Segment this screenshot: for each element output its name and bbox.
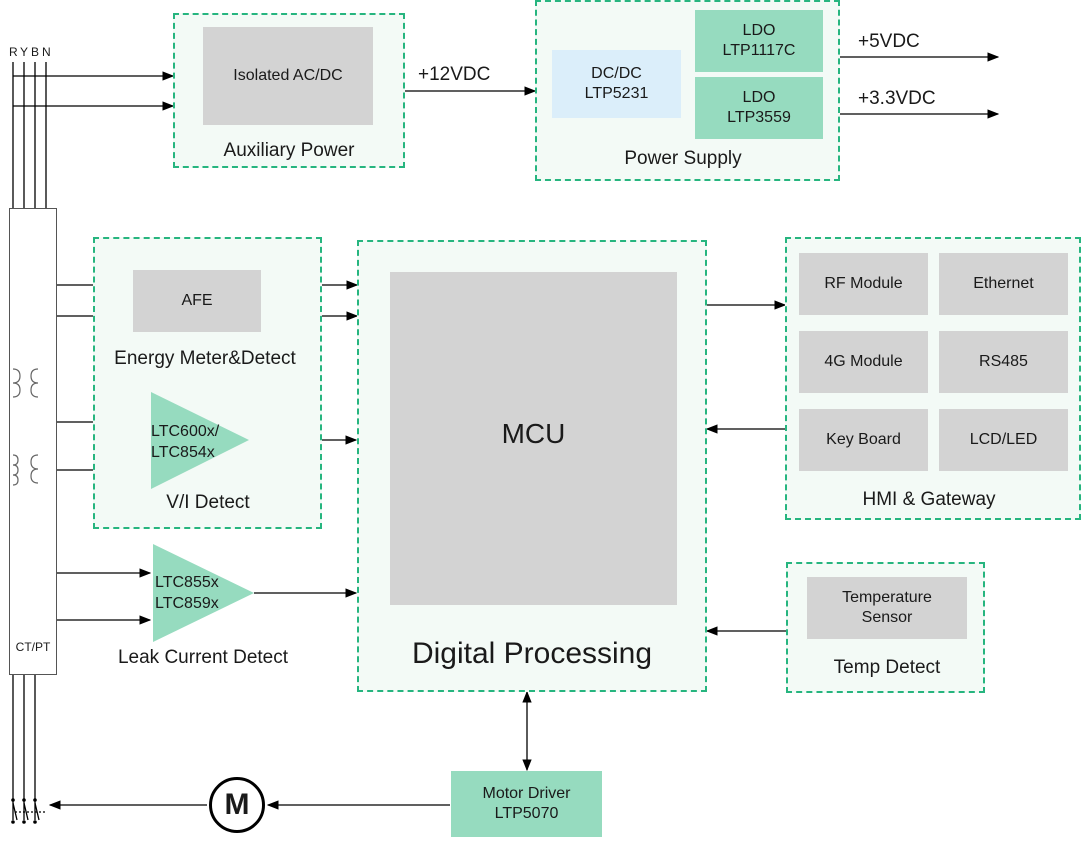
afe-block: AFE: [133, 270, 261, 332]
leak-current-caption: Leak Current Detect: [117, 647, 289, 668]
rf-module-block: RF Module: [799, 253, 928, 315]
ct-pt-label: CT/PT: [15, 640, 51, 654]
leak-amplifier-label: LTC855x LTC859x: [155, 574, 219, 612]
4g-module-block: 4G Module: [799, 331, 928, 393]
ethernet-block: Ethernet: [939, 253, 1068, 315]
temp-detect-caption: Temp Detect: [833, 657, 941, 678]
rs485-block: RS485: [939, 331, 1068, 393]
out-3v3-label: +3.3VDC: [858, 88, 936, 109]
mcu-block: MCU: [390, 272, 677, 605]
ldo-3559-block: LDO LTP3559: [695, 77, 823, 139]
vi-detect-caption: V/I Detect: [166, 492, 250, 513]
lcd-led-block: LCD/LED: [939, 409, 1068, 471]
isolated-ac-dc-block: Isolated AC/DC: [203, 27, 373, 125]
vi-amplifier-label: LTC600x/ LTC854x: [151, 423, 220, 461]
phase-label-y: Y: [20, 45, 29, 59]
keyboard-block: Key Board: [799, 409, 928, 471]
motor-icon: M: [209, 777, 265, 833]
ct-pt-block: CT/PT: [9, 208, 57, 675]
vi-amplifier-icon: [151, 392, 249, 489]
motor-driver-block: Motor Driver LTP5070: [451, 771, 602, 837]
digital-processing-caption: Digital Processing: [411, 637, 653, 670]
dcdc-block: DC/DC LTP5231: [552, 50, 681, 118]
phase-label-r: R: [9, 45, 18, 59]
phase-label-b: B: [31, 45, 40, 59]
transformer-coils-icon: [12, 368, 39, 486]
switch-y: [23, 802, 29, 821]
energy-meter-caption: Energy Meter&Detect: [114, 348, 296, 369]
out-5v-label: +5VDC: [858, 31, 920, 52]
leak-amplifier-icon: [153, 544, 254, 642]
ldo-1117-block: LDO LTP1117C: [695, 10, 823, 72]
supply-12v-label: +12VDC: [418, 64, 491, 85]
hmi-gateway-caption: HMI & Gateway: [862, 489, 996, 510]
power-supply-caption: Power Supply: [624, 148, 742, 169]
temperature-sensor-block: Temperature Sensor: [807, 577, 967, 639]
auxiliary-power-caption: Auxiliary Power: [223, 140, 355, 161]
phase-label-n: N: [42, 45, 51, 59]
